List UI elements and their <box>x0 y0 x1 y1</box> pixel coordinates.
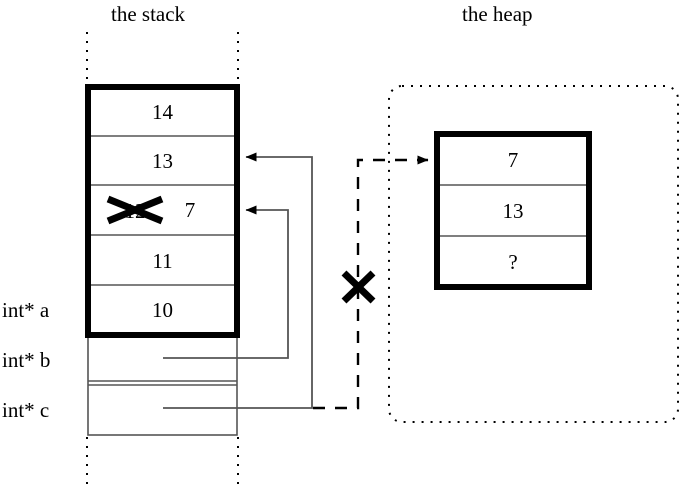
heap-cell-value-0: 7 <box>507 148 519 172</box>
stack-cell-value-1: 13 <box>152 149 173 173</box>
stack-cell-value-0: 14 <box>152 100 173 124</box>
stack-value-frame <box>85 84 240 338</box>
stack-cell-value-2-new: 7 <box>184 198 196 222</box>
pointer-c-arrow-to-stack <box>163 152 313 409</box>
stack-title: the stack <box>111 2 186 26</box>
stack-variable-label-c: int* c <box>2 398 50 422</box>
dangling-pointer-dashed-arrow <box>313 155 429 410</box>
pointer-b-arrow <box>163 205 289 359</box>
strikeout-x-over-12 <box>106 195 164 225</box>
stack-variable-label-b: int* b <box>2 348 51 372</box>
stack-cell-value-4: 10 <box>152 298 173 322</box>
stack-variable-label-a: int* a <box>2 298 50 322</box>
stack-cell-value-2-old: 12 <box>124 199 146 223</box>
heap-title: the heap <box>462 2 533 26</box>
stack-cell-value-3: 11 <box>152 249 173 273</box>
heap-cell-value-1: 13 <box>502 199 524 223</box>
invalid-pointer-x-mark <box>341 270 376 304</box>
heap-block <box>434 131 592 290</box>
heap-cell-value-2: ? <box>508 250 518 274</box>
